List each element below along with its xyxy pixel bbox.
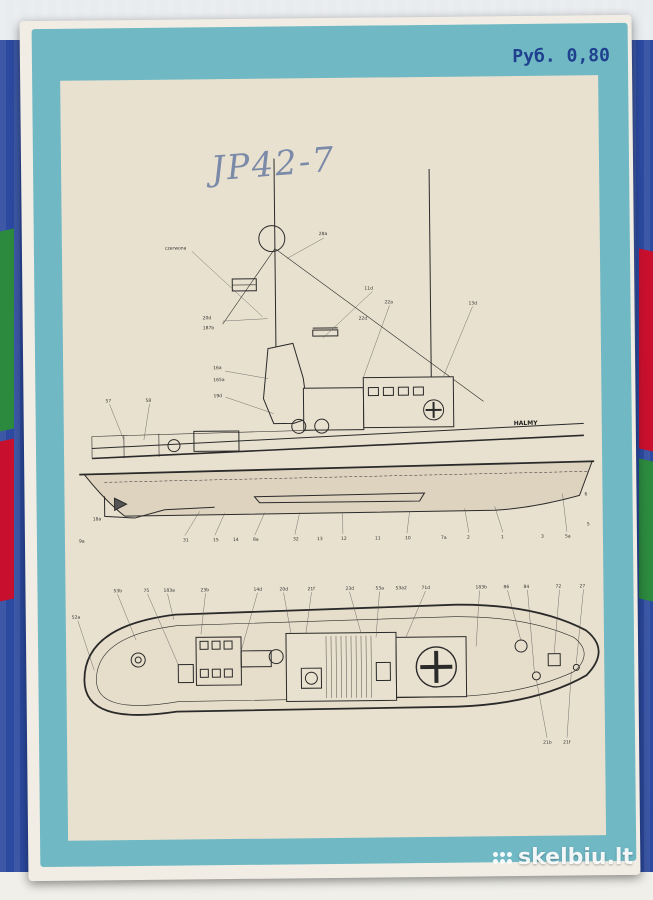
label-keel: 2 xyxy=(467,535,470,541)
label-top: 20d xyxy=(279,586,288,592)
label-top: 53a2 xyxy=(395,585,407,591)
label-keel: 9a xyxy=(79,539,85,545)
label-callout: 28a xyxy=(319,231,328,237)
waterline xyxy=(79,460,595,476)
label-keel: 12 xyxy=(341,536,347,542)
stay-line xyxy=(222,248,276,325)
bridge-tower xyxy=(262,342,310,425)
price-stamp: Руб. 0,80 xyxy=(512,45,611,68)
label-callout: 22a xyxy=(384,299,393,305)
label-callout: 187b xyxy=(203,325,215,331)
label-top: 27 xyxy=(579,583,585,589)
label-callout: 11d xyxy=(364,286,373,292)
label-keel: 13 xyxy=(317,536,323,542)
main-mast xyxy=(273,158,277,349)
label-keel: 15 xyxy=(213,537,219,543)
deckhouse xyxy=(302,387,365,431)
watermark-text: skelbiu.lt xyxy=(518,845,633,870)
tablecloth-stripe xyxy=(639,248,653,452)
label-keel: 11 xyxy=(375,535,381,541)
booklet-cover: Руб. 0,80 ЈР42-7 xyxy=(31,22,637,868)
side-cross-emblem xyxy=(423,399,445,421)
label-top: 21f xyxy=(307,586,315,592)
label-callout: 165a xyxy=(213,377,225,383)
label-signal-mast: czerwona xyxy=(165,245,187,251)
radar-globe xyxy=(258,225,286,253)
cross-emblem xyxy=(415,646,457,688)
label-top: 23b xyxy=(200,587,209,593)
label-top: 183b xyxy=(475,584,487,590)
blueprint-sheet: ЈР42-7 xyxy=(60,75,607,841)
stern xyxy=(103,496,165,519)
bilge-keel xyxy=(253,492,426,504)
label-keel: 10 xyxy=(405,535,411,541)
deck-line xyxy=(91,422,584,449)
label-callout: 6 xyxy=(584,491,587,497)
propeller xyxy=(114,497,128,512)
radar-antenna xyxy=(312,329,339,337)
label-keel: 31 xyxy=(183,537,189,543)
label-keel: 18a xyxy=(93,516,102,522)
tablecloth-stripe xyxy=(639,458,653,602)
label-keel: 5a xyxy=(565,533,571,539)
hull xyxy=(83,460,593,517)
label-keel: 32 xyxy=(293,536,299,542)
label-top: 72 xyxy=(555,584,561,590)
site-watermark: skelbiu.lt xyxy=(493,845,633,870)
label-keel: 7a xyxy=(441,535,447,541)
sheer-line xyxy=(92,434,584,460)
label-callout: 19d xyxy=(213,393,222,399)
label-top: 84 xyxy=(523,584,529,590)
label-top: 183a xyxy=(163,588,175,594)
label-callout: 22d xyxy=(359,316,368,322)
wheelhouse xyxy=(362,376,455,429)
label-callout: 20d xyxy=(203,315,212,321)
watermark-logo-icon xyxy=(493,851,513,864)
booklet: Руб. 0,80 ЈР42-7 xyxy=(19,14,641,882)
label-top: 21b xyxy=(543,740,552,746)
label-top: 52a xyxy=(72,615,81,621)
label-callout: 57 xyxy=(105,398,111,404)
label-top: 21f xyxy=(563,739,571,745)
label-keel: 14 xyxy=(233,537,239,543)
tablecloth-stripe xyxy=(0,438,14,602)
label-top: 71d xyxy=(421,585,430,591)
rail xyxy=(91,429,314,437)
label-callout: 58 xyxy=(145,398,151,404)
ship-name: HALMY xyxy=(514,420,539,427)
label-top: 75 xyxy=(143,588,149,594)
label-callout: 13d xyxy=(468,300,477,306)
label-top: 86 xyxy=(503,584,509,590)
label-top: 53b xyxy=(113,588,122,594)
label-top: 23d xyxy=(345,586,354,592)
aft-mast xyxy=(428,168,432,387)
shaft xyxy=(164,506,215,511)
anchor-windlass xyxy=(130,652,146,668)
label-keel: 5 xyxy=(587,521,590,527)
label-callout: 16a xyxy=(213,365,222,371)
life-ring xyxy=(167,439,181,453)
label-keel: 8a xyxy=(253,537,259,543)
deck-plan-inner xyxy=(96,616,585,706)
label-keel: 3 xyxy=(541,534,544,540)
ship-blueprint: HALMY czerwona 28a 20d 187b 11d 22a 22d … xyxy=(72,158,600,746)
label-top: 53a xyxy=(375,585,384,591)
tablecloth-stripe xyxy=(0,228,14,432)
stay-line xyxy=(274,248,484,402)
label-keel: 1 xyxy=(501,534,504,540)
label-top: 14d xyxy=(253,587,262,593)
